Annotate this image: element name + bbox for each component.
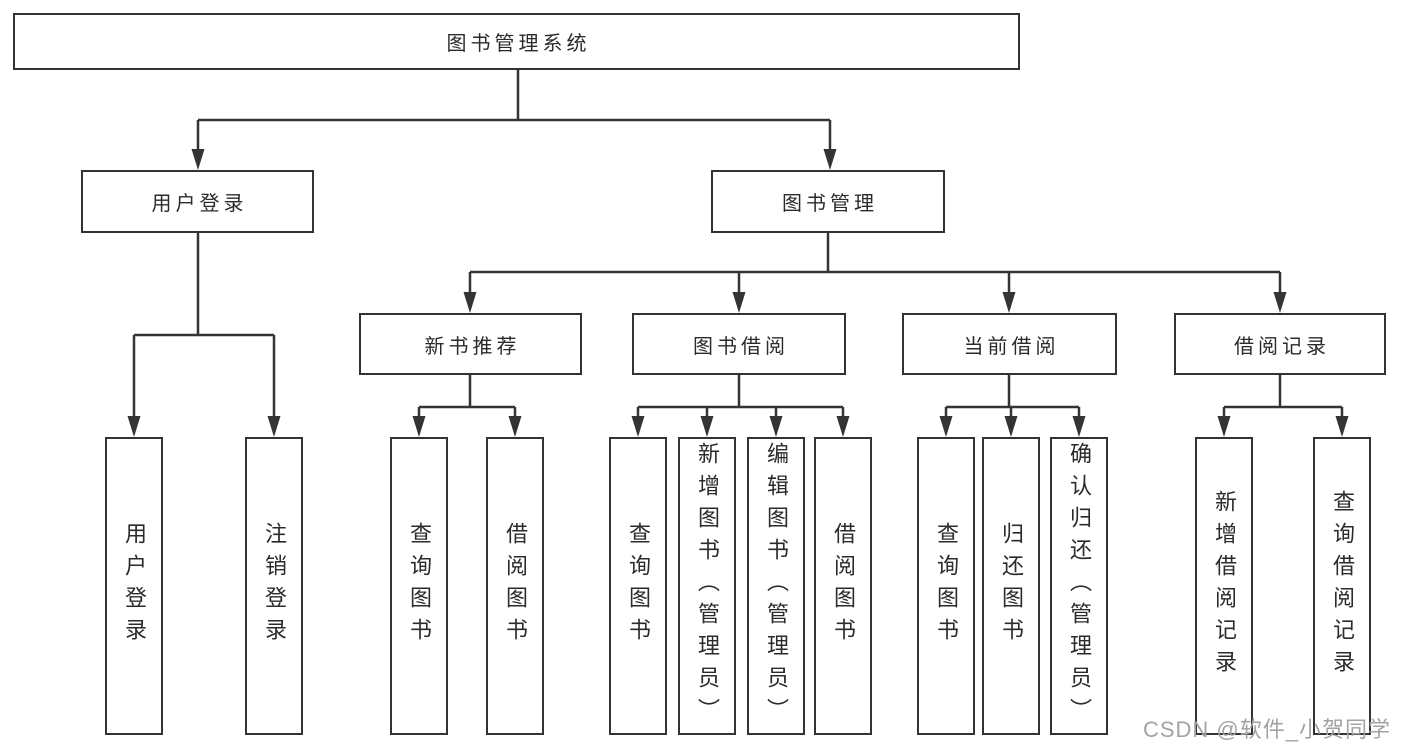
leaf-label: 查询图书 xyxy=(626,522,651,650)
arrowhead xyxy=(1004,416,1018,437)
node-book-management: 图书管理 xyxy=(711,170,945,233)
leaf-add-borrow-record: 新增借阅记录 xyxy=(1195,437,1253,735)
arrowhead xyxy=(836,416,850,437)
leaf-query-borrow-record: 查询借阅记录 xyxy=(1313,437,1371,735)
arrowhead xyxy=(769,416,783,437)
leaf-label: 归还图书 xyxy=(999,522,1024,650)
arrowhead xyxy=(939,416,953,437)
connector-root-trunk xyxy=(196,70,832,152)
leaf-label: 借阅图书 xyxy=(503,522,528,650)
node-label: 当前借阅 xyxy=(963,335,1060,358)
arrowheads xyxy=(127,149,1349,437)
leaf-label: 新增借阅记录 xyxy=(1212,490,1237,682)
node-new-book-recommend: 新书推荐 xyxy=(359,313,582,375)
leaf-label: 注销登录 xyxy=(262,522,287,650)
connector-book-borrow-trunk xyxy=(636,375,845,419)
arrowhead xyxy=(1217,416,1231,437)
leaf-label: 确认归还（管理员） xyxy=(1067,442,1092,730)
node-book-borrow: 图书借阅 xyxy=(632,313,846,375)
node-current-borrow: 当前借阅 xyxy=(902,313,1117,375)
leaf-query-books-borrow: 查询图书 xyxy=(609,437,667,735)
leaf-borrow-books-recommend: 借阅图书 xyxy=(486,437,544,735)
node-label: 借阅记录 xyxy=(1234,335,1330,358)
leaf-user-login: 用户登录 xyxy=(105,437,163,735)
arrowhead xyxy=(1072,416,1086,437)
connector-borrow-records-trunk xyxy=(1222,375,1344,419)
leaf-edit-books-admin: 编辑图书（管理员） xyxy=(747,437,805,735)
arrowhead xyxy=(823,149,837,170)
arrowhead xyxy=(463,292,477,313)
leaf-label: 新增图书（管理员） xyxy=(695,442,720,730)
node-borrow-records: 借阅记录 xyxy=(1174,313,1386,375)
leaf-add-books-admin: 新增图书（管理员） xyxy=(678,437,736,735)
arrowhead xyxy=(631,416,645,437)
leaf-label: 用户登录 xyxy=(122,522,147,650)
arrowhead xyxy=(127,416,141,437)
connector-new-book-trunk xyxy=(417,375,517,419)
arrowhead xyxy=(732,292,746,313)
arrowhead xyxy=(412,416,426,437)
node-label: 新书推荐 xyxy=(424,335,521,358)
csdn-watermark: CSDN @软件_小贺同学 xyxy=(1142,717,1391,742)
leaf-borrow-books: 借阅图书 xyxy=(814,437,872,735)
arrowhead xyxy=(191,149,205,170)
arrowhead xyxy=(1273,292,1287,313)
node-label: 图书管理系统 xyxy=(446,33,591,55)
leaf-confirm-return-admin: 确认归还（管理员） xyxy=(1050,437,1108,735)
connector-book-mgmt-trunk xyxy=(468,233,1282,295)
arrowhead xyxy=(267,416,281,437)
connector-user-login-trunk xyxy=(132,233,276,419)
leaf-return-books: 归还图书 xyxy=(982,437,1040,735)
arrowhead xyxy=(700,416,714,437)
leaf-query-books-current: 查询图书 xyxy=(917,437,975,735)
leaf-label: 查询图书 xyxy=(934,522,959,650)
leaf-label: 查询借阅记录 xyxy=(1330,490,1355,682)
node-label: 用户登录 xyxy=(151,193,248,215)
leaf-label: 查询图书 xyxy=(407,522,432,650)
arrowhead xyxy=(508,416,522,437)
arrowhead xyxy=(1002,292,1016,313)
node-label: 图书借阅 xyxy=(693,335,789,358)
node-label: 图书管理 xyxy=(782,193,878,215)
leaf-label: 编辑图书（管理员） xyxy=(764,442,789,730)
leaf-query-books-recommend: 查询图书 xyxy=(390,437,448,735)
leaf-label: 借阅图书 xyxy=(831,522,856,650)
connector-current-borrow-trunk xyxy=(944,375,1081,419)
leaf-logout: 注销登录 xyxy=(245,437,303,735)
node-library-management-system: 图书管理系统 xyxy=(13,13,1020,70)
node-user-login: 用户登录 xyxy=(81,170,314,233)
arrowhead xyxy=(1335,416,1349,437)
